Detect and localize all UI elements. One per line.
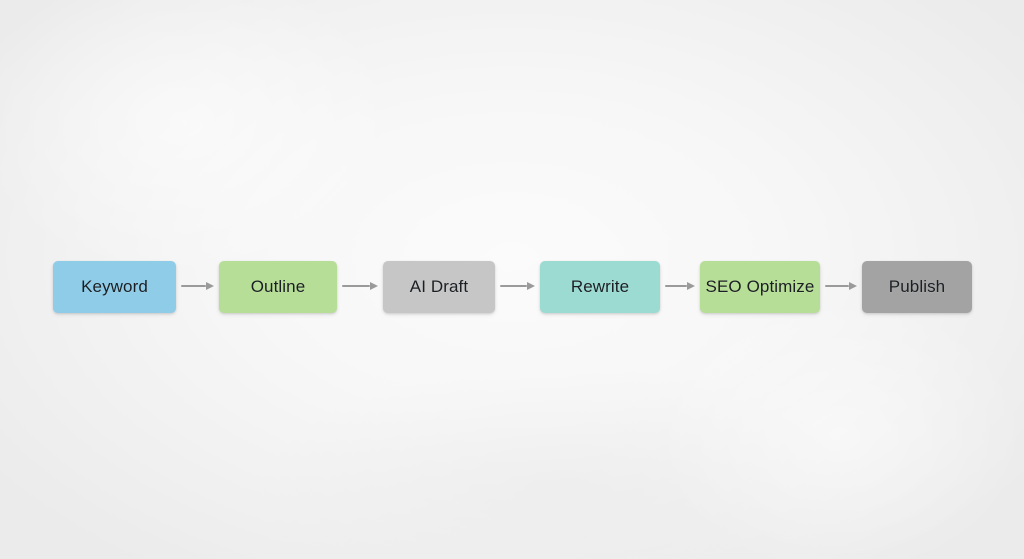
flow-node-seo-optimize[interactable]: SEO Optimize	[700, 261, 820, 313]
arrow-outline-to-ai-draft	[342, 282, 378, 290]
flow-node-label: Outline	[250, 277, 306, 296]
arrow-shaft-icon	[665, 285, 687, 287]
flow-node-keyword[interactable]: Keyword	[53, 261, 176, 313]
arrow-shaft-icon	[825, 285, 849, 287]
flow-node-rewrite[interactable]: Rewrite	[540, 261, 660, 313]
flow-node-label: AI Draft	[409, 277, 469, 296]
flow-node-ai-draft[interactable]: AI Draft	[383, 261, 495, 313]
flow-node-outline[interactable]: Outline	[219, 261, 337, 313]
arrow-shaft-icon	[181, 285, 206, 287]
arrow-head-icon	[527, 282, 535, 290]
flow-node-publish[interactable]: Publish	[862, 261, 972, 313]
arrow-head-icon	[206, 282, 214, 290]
flow-node-label: Rewrite	[570, 277, 630, 296]
flow-node-label: Publish	[888, 277, 946, 296]
arrow-head-icon	[370, 282, 378, 290]
arrow-shaft-icon	[342, 285, 370, 287]
arrow-ai-draft-to-rewrite	[500, 282, 535, 290]
arrow-shaft-icon	[500, 285, 527, 287]
arrow-seo-optimize-to-publish	[825, 282, 857, 290]
flow-node-label: SEO Optimize	[705, 277, 815, 296]
arrow-head-icon	[687, 282, 695, 290]
arrow-head-icon	[849, 282, 857, 290]
arrow-keyword-to-outline	[181, 282, 214, 290]
arrow-rewrite-to-seo-optimize	[665, 282, 695, 290]
flow-node-label: Keyword	[81, 277, 148, 296]
